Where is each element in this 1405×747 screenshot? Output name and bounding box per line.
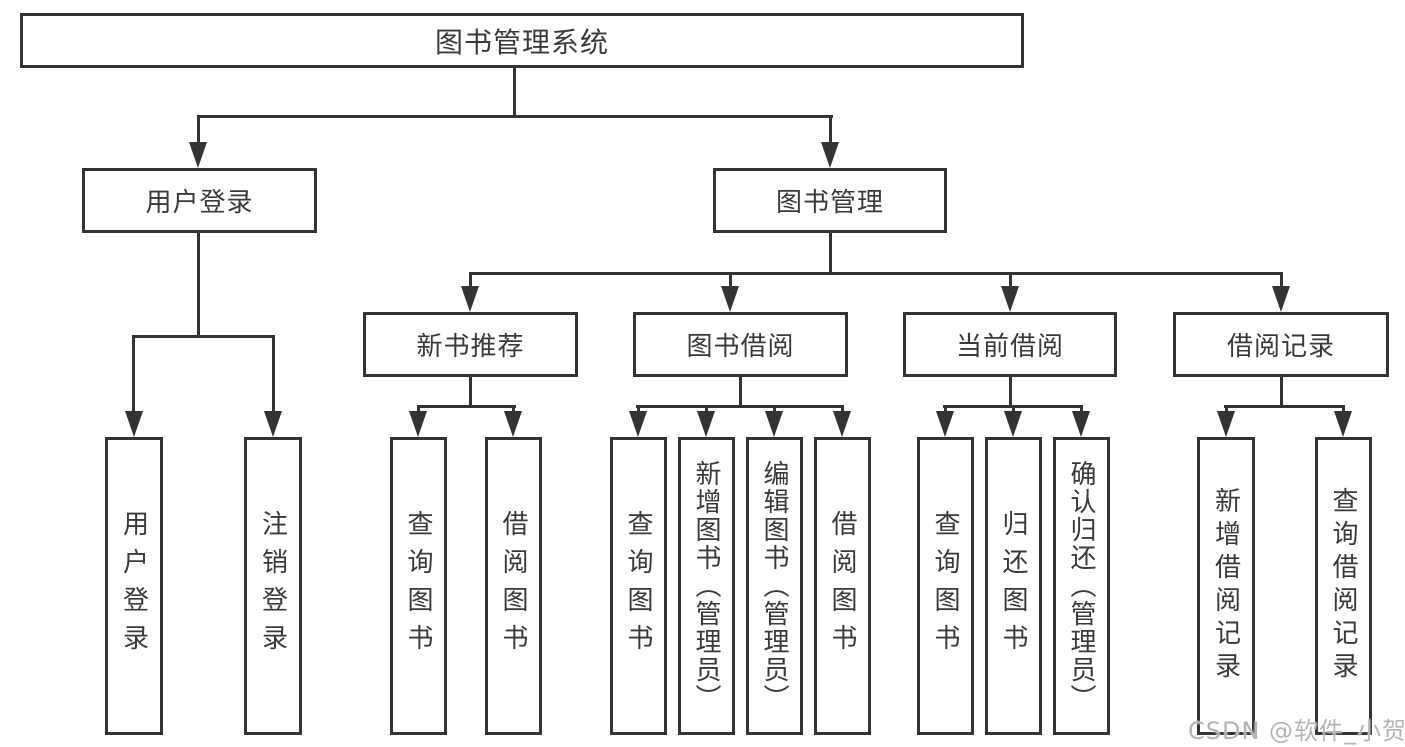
leaf-query-borrow-record: 查询借阅记录 [1315, 437, 1372, 735]
connector-line [1012, 405, 1015, 415]
arrowhead-down-icon [1334, 411, 1352, 437]
connector-line [469, 377, 472, 408]
arrowhead-down-icon [833, 411, 851, 437]
node-label: 用户登录 [118, 510, 149, 662]
node-label: 借阅记录 [1226, 332, 1335, 362]
arrowhead-down-icon [461, 286, 479, 312]
node-user-login: 用户登录 [82, 168, 317, 233]
leaf-edit-book-admin: 编辑图书（管理员） [746, 437, 803, 735]
connector-line [1280, 377, 1283, 408]
node-book-management: 图书管理 [713, 168, 947, 233]
connector-line [1225, 405, 1228, 415]
connector-line [773, 405, 776, 415]
node-label: 当前借阅 [955, 332, 1064, 362]
connector-line [417, 405, 516, 408]
node-label: 归还图书 [998, 510, 1028, 662]
node-current-borrow: 当前借阅 [903, 312, 1117, 377]
arrowhead-down-icon [821, 142, 839, 168]
node-label: 确认归还（管理员） [1066, 460, 1096, 712]
leaf-confirm-return-admin: 确认归还（管理员） [1053, 437, 1110, 735]
connector-line [705, 405, 708, 415]
leaf-return-book: 归还图书 [985, 437, 1042, 735]
arrowhead-down-icon [504, 411, 522, 437]
leaf-query-books-recommend: 查询图书 [390, 437, 447, 735]
connector-line [729, 272, 732, 288]
connector-line [1342, 405, 1345, 415]
connector-line [417, 405, 420, 415]
node-new-book-recommend: 新书推荐 [363, 312, 578, 377]
node-label: 新增借阅记录 [1210, 487, 1241, 685]
arrowhead-down-icon [1001, 286, 1019, 312]
arrowhead-down-icon [1004, 411, 1022, 437]
node-label: 新增图书（管理员） [691, 460, 721, 712]
arrowhead-down-icon [765, 411, 783, 437]
connector-line [132, 335, 135, 413]
connector-line [512, 405, 515, 415]
connector-line [469, 272, 1283, 275]
node-borrow-records: 借阅记录 [1173, 312, 1389, 377]
connector-line [272, 335, 275, 413]
arrowhead-down-icon [1072, 411, 1090, 437]
connector-line [1009, 377, 1012, 408]
connector-line [197, 115, 833, 118]
arrowhead-down-icon [697, 411, 715, 437]
node-book-borrow: 图书借阅 [633, 312, 848, 377]
node-root-library-system: 图书管理系统 [20, 13, 1024, 68]
node-label: 编辑图书（管理员） [759, 460, 789, 712]
arrowhead-down-icon [125, 411, 143, 437]
csdn-watermark: CSDN @软件_小贺同学 [1188, 717, 1405, 745]
node-label: 注销登录 [257, 510, 288, 662]
arrowhead-down-icon [721, 286, 739, 312]
connector-line [1080, 405, 1083, 415]
node-label: 借阅图书 [498, 510, 528, 662]
leaf-query-books-borrow: 查询图书 [610, 437, 667, 735]
arrowhead-down-icon [1217, 411, 1235, 437]
connector-line [197, 115, 200, 145]
leaf-borrow-books: 借阅图书 [814, 437, 871, 735]
node-label: 图书借阅 [686, 332, 795, 362]
leaf-add-book-admin: 新增图书（管理员） [678, 437, 735, 735]
node-label: 借阅图书 [827, 510, 857, 662]
node-label: 图书管理 [775, 188, 884, 218]
arrowhead-down-icon [629, 411, 647, 437]
connector-line [197, 233, 200, 338]
connector-line [469, 272, 472, 288]
connector-line [636, 405, 844, 408]
node-label: 图书管理系统 [434, 25, 609, 59]
arrowhead-down-icon [936, 411, 954, 437]
node-label: 查询借阅记录 [1328, 487, 1358, 685]
connector-line [513, 67, 516, 118]
arrowhead-down-icon [1272, 286, 1290, 312]
leaf-query-books-current: 查询图书 [917, 437, 974, 735]
connector-line [944, 405, 947, 415]
leaf-user-login: 用户登录 [105, 437, 163, 735]
leaf-add-borrow-record: 新增借阅记录 [1197, 437, 1255, 735]
connector-line [132, 335, 275, 338]
node-label: 查询图书 [403, 510, 433, 662]
arrowhead-down-icon [264, 411, 282, 437]
connector-line [841, 405, 844, 415]
connector-line [829, 233, 832, 275]
node-label: 用户登录 [145, 188, 254, 218]
connector-line [739, 377, 742, 408]
node-label: 查询图书 [930, 510, 960, 662]
leaf-borrow-books-recommend: 借阅图书 [485, 437, 542, 735]
connector-line [637, 405, 640, 415]
node-label: 查询图书 [623, 510, 653, 662]
connector-line [829, 115, 832, 145]
connector-line [1280, 272, 1283, 288]
leaf-logout: 注销登录 [244, 437, 302, 735]
arrowhead-down-icon [409, 411, 427, 437]
node-label: 新书推荐 [416, 332, 525, 362]
connector-line [1009, 272, 1012, 288]
connector-line [1224, 405, 1345, 408]
arrowhead-down-icon [189, 142, 207, 168]
